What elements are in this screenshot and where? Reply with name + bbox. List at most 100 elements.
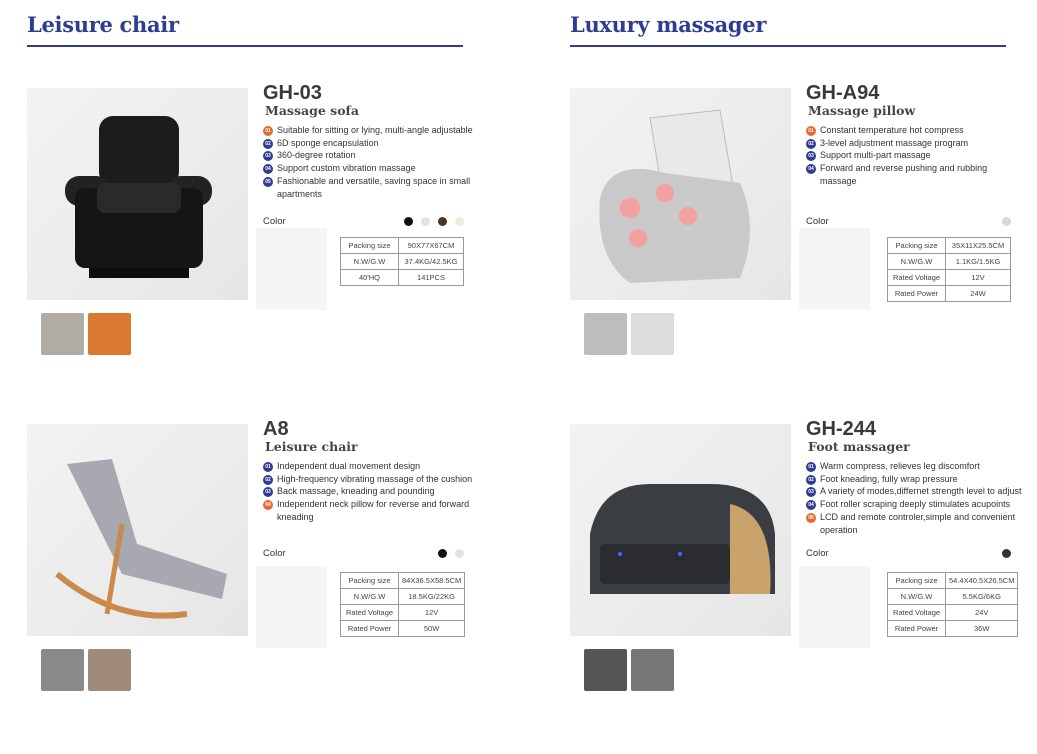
- spec-value: 24V: [944, 604, 1019, 621]
- color-swatch[interactable]: [438, 217, 447, 226]
- placeholder-panel: [256, 566, 327, 648]
- color-swatch[interactable]: [421, 217, 430, 226]
- spec-value: 12V: [945, 269, 1011, 286]
- product-image: [27, 424, 248, 636]
- product-model: GH-A94: [806, 82, 880, 104]
- feature-text: A variety of modes,differnet strength le…: [820, 486, 1022, 497]
- color-swatch[interactable]: [455, 217, 464, 226]
- feature-text: 6D sponge encapsulation: [277, 137, 379, 148]
- spec-label: N.W/G.W: [340, 253, 399, 270]
- spec-label: Packing size: [340, 237, 399, 254]
- spec-label: Rated Voltage: [340, 604, 399, 621]
- spec-label: Rated Power: [887, 285, 946, 302]
- spec-label: Rated Power: [340, 620, 399, 637]
- section-underline: [570, 45, 1006, 47]
- product-model: GH-03: [263, 82, 322, 104]
- spec-label: 40'HQ: [340, 269, 399, 286]
- number-badge: 02: [806, 138, 816, 149]
- number-badge: 04: [806, 164, 816, 175]
- section-title-luxury-massager: Luxury massager: [570, 12, 767, 37]
- feature-text: 3-level adjustment massage program: [820, 137, 969, 148]
- color-label: Color: [263, 548, 286, 559]
- feature-item: 05 Fashionable and versatile, saving spac…: [263, 175, 483, 200]
- thumbnail-image[interactable]: [41, 313, 84, 355]
- number-badge: 02: [806, 474, 816, 485]
- feature-text: Independent dual movement design: [277, 461, 421, 471]
- thumbnail-image[interactable]: [88, 649, 131, 691]
- number-badge: 04: [263, 164, 273, 175]
- product-image: [27, 88, 248, 300]
- spec-label: Packing size: [887, 572, 946, 589]
- product-model: GH-244: [806, 418, 877, 440]
- color-swatch[interactable]: [1002, 217, 1011, 226]
- feature-text: Fashionable and versatile, saving space …: [277, 175, 471, 199]
- feature-text: Independent neck pillow for reverse and …: [277, 499, 470, 522]
- color-swatch[interactable]: [1002, 549, 1011, 558]
- color-swatch[interactable]: [404, 217, 413, 226]
- section-title-leisure-chair: Leisure chair: [27, 12, 179, 37]
- thumbnail-image[interactable]: [41, 649, 84, 691]
- placeholder-panel: [799, 228, 870, 310]
- spec-value: 35X11X25.5CM: [945, 237, 1011, 254]
- feature-text: Foot kneading, fully wrap pressure: [820, 473, 958, 484]
- thumbnail-image[interactable]: [631, 313, 674, 355]
- spec-value: 18.5KG/22KG: [397, 588, 466, 605]
- product-subtitle: Foot massager: [808, 439, 910, 454]
- number-badge: 01: [806, 462, 816, 472]
- feature-text: Back massage, kneading and pounding: [277, 486, 435, 497]
- color-swatch[interactable]: [455, 549, 464, 558]
- spec-value: 5.5KG/6KG: [944, 588, 1019, 605]
- number-badge: 01: [263, 462, 273, 472]
- number-badge: 05: [263, 176, 273, 187]
- spec-value: 12V: [397, 604, 466, 621]
- spec-label: Rated Voltage: [887, 269, 946, 286]
- section-underline: [27, 45, 463, 47]
- thumbnail-image[interactable]: [584, 649, 627, 691]
- color-swatch[interactable]: [438, 549, 447, 558]
- color-swatches: [404, 217, 464, 226]
- feature-text: Forward and reverse pushing and rubbing …: [820, 163, 988, 186]
- spec-label: N.W/G.W: [887, 588, 946, 605]
- feature-item: 01 Independent dual movement design: [263, 460, 483, 473]
- color-swatches: [438, 549, 464, 558]
- number-badge: 03: [263, 151, 273, 162]
- thumbnail-image[interactable]: [631, 649, 674, 691]
- thumbnail-image[interactable]: [584, 313, 627, 355]
- product-model: A8: [263, 418, 289, 440]
- feature-text: Constant temperature hot compress: [820, 125, 964, 135]
- thumbnail-image[interactable]: [88, 313, 131, 355]
- color-swatches: [1002, 549, 1011, 558]
- spec-value: 84X36.5X58.5CM: [397, 572, 466, 589]
- number-badge: 03: [806, 151, 816, 162]
- spec-value: 24W: [945, 285, 1011, 302]
- color-label: Color: [806, 216, 829, 227]
- spec-value: 36W: [944, 620, 1019, 637]
- number-badge: 02: [263, 474, 273, 485]
- spec-label: N.W/G.W: [340, 588, 399, 605]
- feature-item: 02 Foot kneading, fully wrap pressure: [806, 473, 1026, 486]
